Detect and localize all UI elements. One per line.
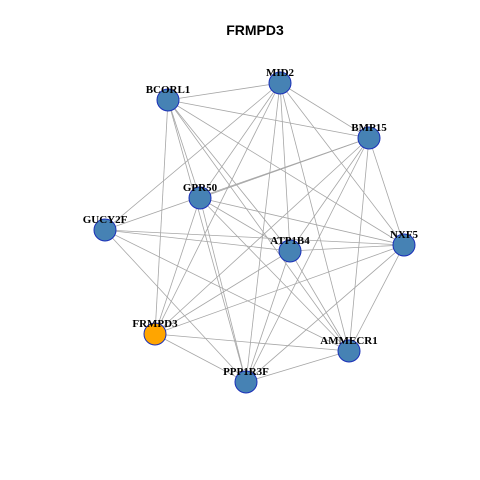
edge-atp1b4-nxf5: [289, 244, 405, 252]
edge-mid2-gucy2f: [104, 82, 281, 231]
node-label-bcorl1: BCORL1: [146, 84, 191, 96]
edge-gpr50-nxf5: [199, 197, 405, 246]
node-label-ammecr1: AMMECR1: [320, 335, 377, 347]
node-label-mid2: MID2: [266, 67, 295, 79]
node-frmpd3: [143, 322, 167, 346]
edge-mid2-nxf5: [279, 82, 405, 246]
nodes-layer: [93, 71, 416, 394]
edge-frmpd3-ammecr1: [154, 333, 350, 352]
edge-gucy2f-nxf5: [104, 229, 405, 246]
node-mid2: [268, 71, 292, 95]
edge-bcorl1-atp1b4: [167, 99, 291, 252]
edge-mid2-ppp1r3f: [245, 82, 281, 383]
edge-mid2-ammecr1: [279, 82, 350, 352]
edge-bcorl1-gpr50: [167, 99, 201, 199]
edge-gucy2f-atp1b4: [104, 229, 291, 252]
node-label-gucy2f: GUCY2F: [83, 214, 128, 226]
edge-bmp15-gucy2f: [104, 137, 370, 231]
node-label-atp1b4: ATP1B4: [270, 235, 310, 247]
edge-bmp15-frmpd3: [154, 137, 370, 335]
edge-gucy2f-ammecr1: [104, 229, 350, 352]
node-atp1b4: [278, 239, 302, 263]
edge-nxf5-frmpd3: [154, 244, 405, 335]
node-label-ppp1r3f: PPP1R3F: [223, 366, 269, 378]
node-bmp15: [357, 126, 381, 150]
edge-bcorl1-ammecr1: [167, 99, 350, 352]
edge-mid2-gpr50: [199, 82, 281, 199]
node-ammecr1: [337, 339, 361, 363]
edge-bmp15-nxf5: [368, 137, 405, 246]
edge-nxf5-ppp1r3f: [245, 244, 405, 383]
graph-title: FRMPD3: [226, 22, 284, 38]
node-gpr50: [188, 186, 212, 210]
edge-atp1b4-ammecr1: [289, 250, 350, 352]
edge-gucy2f-ppp1r3f: [104, 229, 247, 383]
node-label-gpr50: GPR50: [183, 182, 218, 194]
node-nxf5: [392, 233, 416, 257]
edge-ammecr1-ppp1r3f: [245, 350, 350, 383]
edge-mid2-bcorl1: [167, 82, 281, 101]
edge-mid2-bmp15: [279, 82, 370, 139]
edge-atp1b4-ppp1r3f: [245, 250, 291, 383]
edge-bmp15-atp1b4: [289, 137, 370, 252]
node-gucy2f: [93, 218, 117, 242]
node-label-bmp15: BMP15: [351, 122, 387, 134]
edge-bcorl1-bmp15: [167, 99, 370, 139]
edge-bcorl1-nxf5: [167, 99, 405, 246]
edge-atp1b4-frmpd3: [154, 250, 291, 335]
edge-bcorl1-ppp1r3f: [167, 99, 247, 383]
edge-gpr50-ammecr1: [199, 197, 350, 352]
edge-gpr50-atp1b4: [199, 197, 291, 252]
node-bcorl1: [156, 88, 180, 112]
edge-nxf5-ammecr1: [348, 244, 405, 352]
edge-bcorl1-frmpd3: [154, 99, 169, 335]
edge-frmpd3-ppp1r3f: [154, 333, 247, 383]
node-ppp1r3f: [234, 370, 258, 394]
node-label-nxf5: NXF5: [390, 229, 419, 241]
node-label-frmpd3: FRMPD3: [132, 318, 178, 330]
edge-gpr50-ppp1r3f: [199, 197, 247, 383]
edge-bmp15-ammecr1: [348, 137, 370, 352]
edges-layer: [104, 82, 405, 383]
edge-bmp15-ppp1r3f: [245, 137, 370, 383]
